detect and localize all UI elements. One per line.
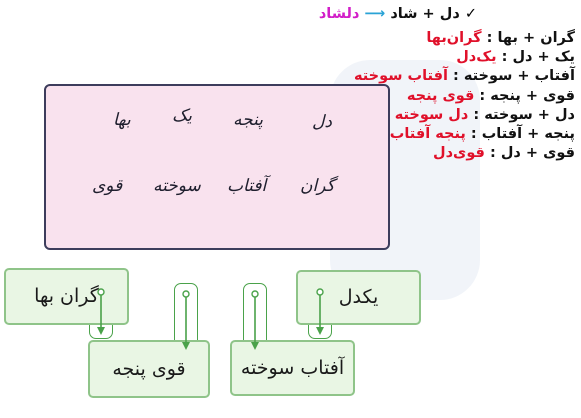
- word-box: [44, 84, 390, 250]
- equations-list: گران + بها : گران‌بها یک + دل : یک‌دل آف…: [353, 29, 575, 163]
- arrow-yekdel: [316, 288, 324, 335]
- arrow-left-icon: ⟶: [364, 6, 386, 22]
- word-aftab: آفتاب: [227, 176, 267, 196]
- equation-row: قوی + پنجه : قوی پنجه: [406, 87, 575, 104]
- equation-row: پنجه + آفتاب : پنجه آفتاب: [389, 126, 575, 143]
- word-baha: بها: [113, 110, 131, 130]
- arrow-aftab-sukhte: [251, 290, 259, 350]
- word-ghavi: قوی: [92, 176, 123, 196]
- equation-row: دل + سوخته : دل سوخته: [394, 106, 575, 123]
- equation-row: یک + دل : یک‌دل: [456, 49, 575, 66]
- word-panje: پنجه: [233, 110, 263, 130]
- equation-row: آفتاب + سوخته : آفتاب سوخته: [353, 68, 575, 85]
- word-del: دل: [312, 112, 332, 132]
- word-yek: یک: [172, 106, 192, 126]
- equation-row: قوی + دل : قوی‌دل: [433, 145, 575, 162]
- answer-box-yekdel: یکدل: [296, 270, 421, 325]
- answer-box-aftab-sukhte: آفتاب سوخته: [230, 340, 355, 396]
- arrow-geranbaha: [97, 288, 105, 335]
- answer-box-geranbaha: گران بها: [4, 268, 129, 325]
- example-line: ✓ دل + شاد ⟶ دلشاد: [318, 6, 477, 22]
- arrow-ghavi-panje: [182, 290, 190, 350]
- word-sukhte: سوخته: [153, 176, 201, 196]
- check-icon: ✓: [464, 6, 477, 22]
- word-geran: گران: [300, 176, 335, 196]
- equation-row: گران + بها : گران‌بها: [426, 30, 575, 46]
